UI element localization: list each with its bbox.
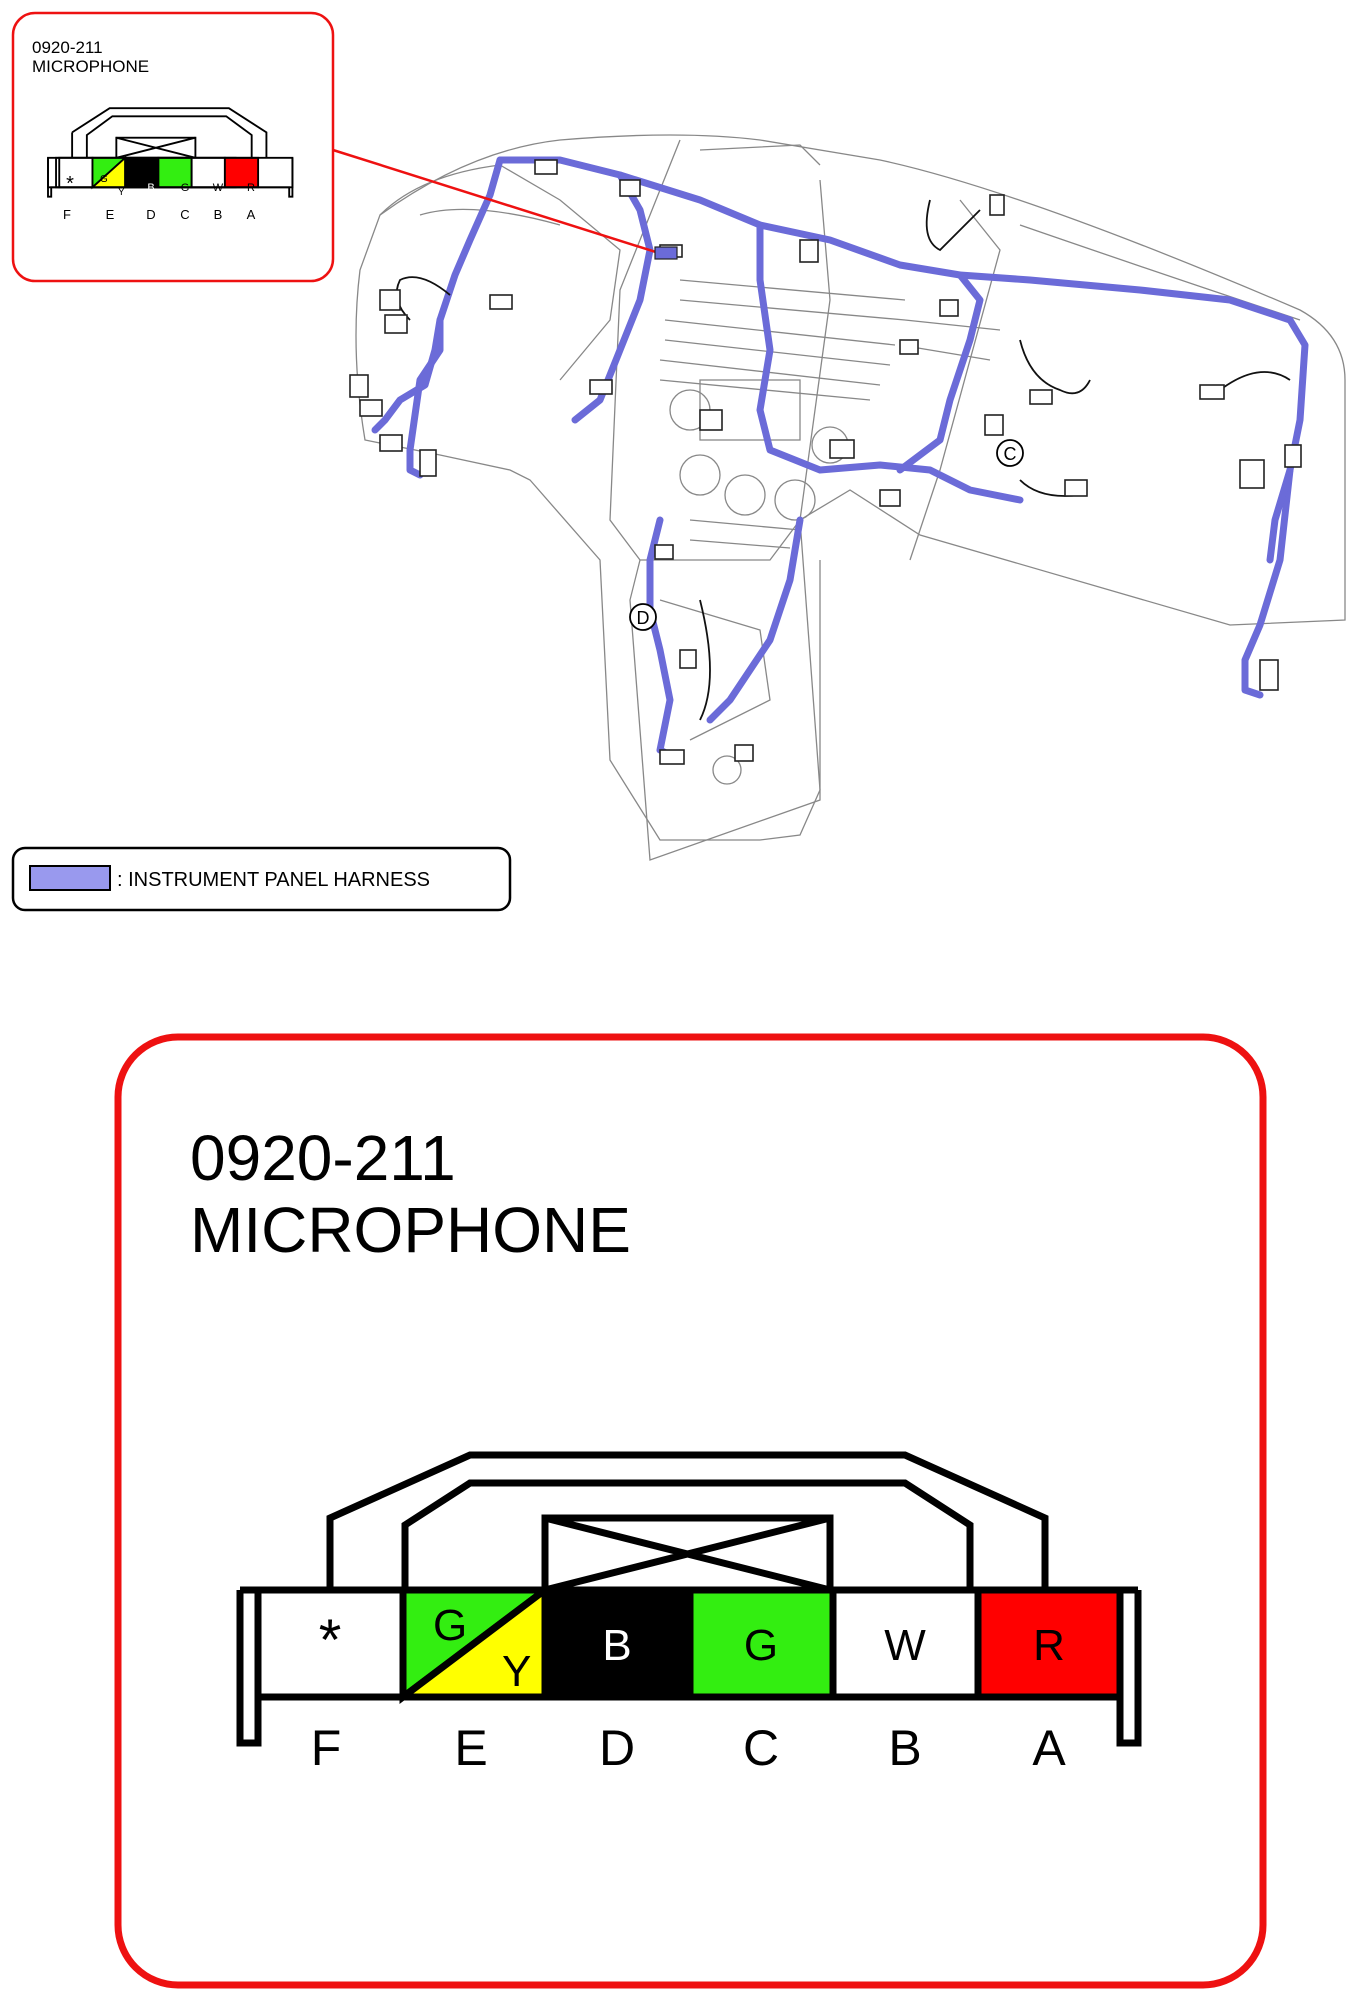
inset-pin-e-stripe: Y: [118, 187, 125, 198]
inset-panel: 0920-211 MICROPHONE * G Y B G W R: [11, 11, 335, 283]
pin-d-wire: B: [602, 1621, 631, 1670]
inset-pin-letter-f: F: [63, 207, 71, 222]
inset-pin-a-wire: R: [247, 182, 255, 194]
leader-line: [332, 148, 663, 256]
pin-letter-e: E: [454, 1720, 487, 1776]
connector-housing: [236, 1586, 1142, 1747]
callout-c: C: [996, 439, 1024, 467]
legend: : INSTRUMENT PANEL HARNESS: [11, 846, 512, 912]
pin-e-wire-primary: G: [433, 1601, 467, 1650]
connector-body: [326, 1451, 1049, 1594]
pin-letter-f: F: [311, 1720, 342, 1776]
connector-detail-panel: 0920-211 MICROPHONE: [114, 1033, 1267, 1989]
pin-letter-a: A: [1032, 1720, 1066, 1776]
harness-connectors: [349, 159, 1302, 765]
legend-label: : INSTRUMENT PANEL HARNESS: [117, 869, 430, 891]
inset-name: MICROPHONE: [32, 57, 149, 76]
inset-pin-letter-b: B: [214, 207, 223, 222]
inset-connector: [47, 107, 294, 198]
dashboard-drawing: [355, 134, 1346, 861]
pin-cells: [254, 1582, 1124, 1705]
pin-a-wire: R: [1033, 1621, 1065, 1670]
secondary-wires: [395, 199, 1291, 721]
inset-pin-f-symbol: *: [66, 173, 74, 195]
inset-pin-c-wire: G: [181, 182, 190, 194]
inset-pin-letter-a: A: [247, 207, 256, 222]
inset-pin-d-wire: B: [147, 182, 154, 194]
pin-letter-c: C: [743, 1720, 779, 1776]
inset-pin-letter-c: C: [180, 207, 189, 222]
pin-letter-b: B: [888, 1720, 921, 1776]
connector-code: 0920-211: [190, 1122, 456, 1194]
callout-c-label: C: [1004, 444, 1017, 464]
connector-name: MICROPHONE: [190, 1194, 631, 1266]
pin-b-wire: W: [884, 1621, 926, 1670]
legend-swatch: [29, 865, 111, 891]
inset-pin-b-wire: W: [213, 182, 224, 194]
callout-d-label: D: [637, 608, 650, 628]
callout-d: D: [629, 603, 657, 631]
inset-pin-e-primary: G: [100, 174, 108, 185]
pin-f-not-used: *: [319, 1608, 342, 1673]
pin-e-wire-stripe: Y: [502, 1647, 531, 1696]
pin-letter-d: D: [599, 1720, 635, 1776]
inset-pin-letter-d: D: [146, 207, 155, 222]
target-connector: [654, 246, 678, 260]
pin-c-wire: G: [744, 1621, 778, 1670]
inset-code: 0920-211: [32, 38, 103, 57]
inset-pin-letter-e: E: [106, 207, 115, 222]
